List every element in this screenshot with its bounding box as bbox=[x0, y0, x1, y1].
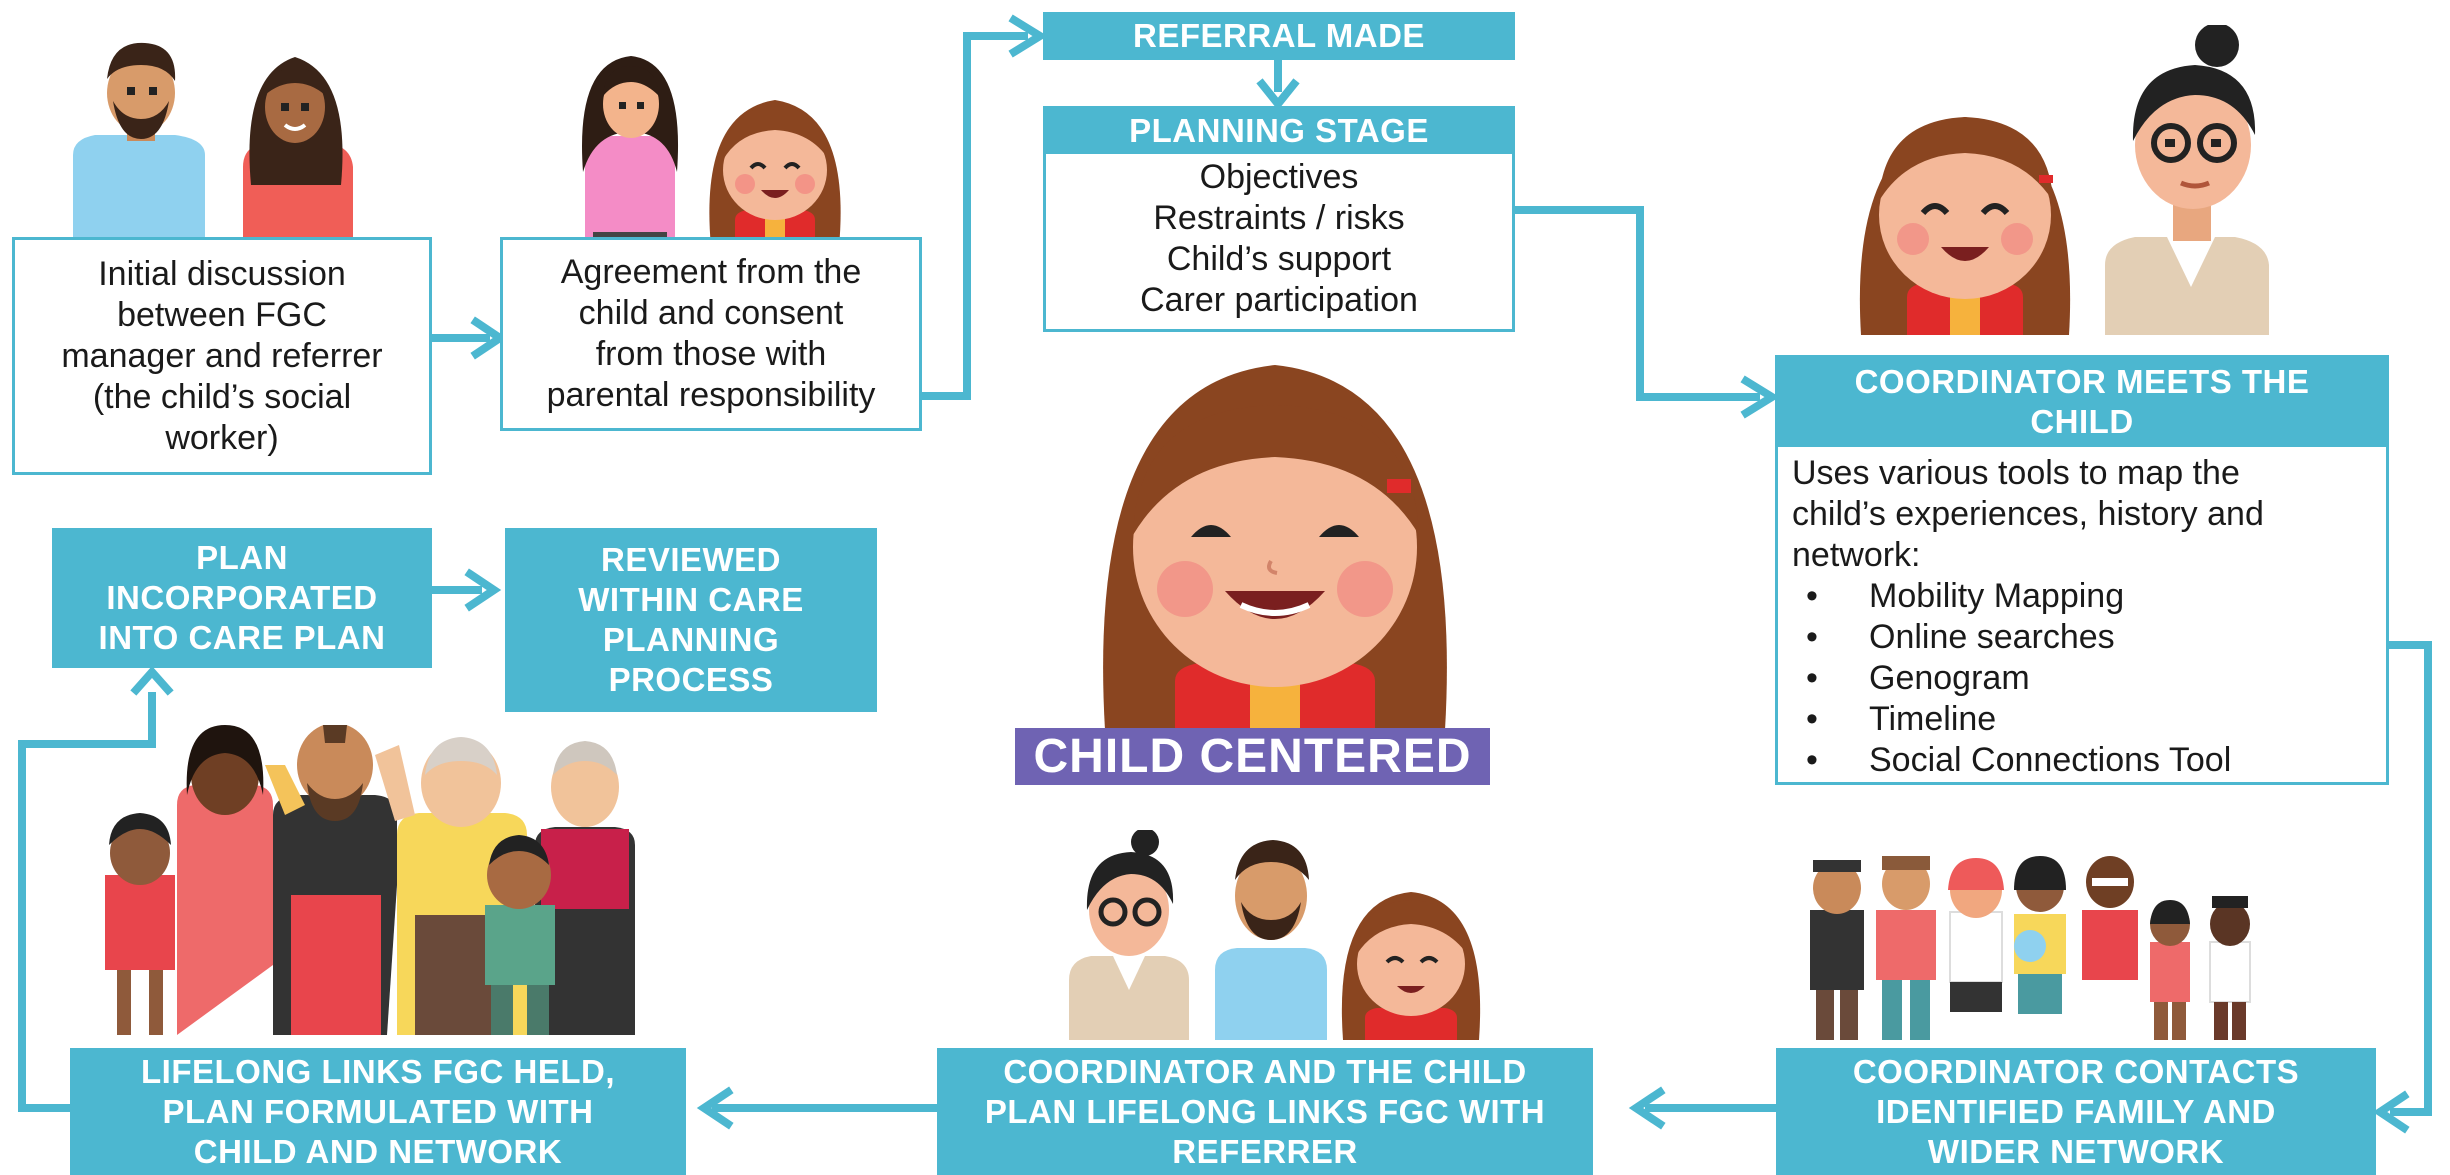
connector-held-to-incorporated bbox=[18, 692, 156, 1112]
step-title: INTO CARE PLAN bbox=[98, 619, 386, 656]
step-title: REFERRAL MADE bbox=[1133, 17, 1425, 54]
step-title: PROCESS bbox=[608, 661, 774, 698]
connector-agreement-to-referral bbox=[922, 32, 1028, 400]
tool-item: Timeline bbox=[1792, 699, 2372, 740]
family-network-illustration bbox=[1810, 856, 2251, 1040]
child-centered-label: CHILD CENTERED bbox=[1015, 728, 1490, 785]
coordinator-meets-header: COORDINATOR MEETS THE CHILD bbox=[1775, 355, 2389, 449]
coordinator-referrer-child-illustration bbox=[1069, 830, 1481, 1040]
step-line: manager and referrer bbox=[61, 336, 383, 375]
step-line: between FGC bbox=[117, 295, 327, 334]
planning-item: Restraints / risks bbox=[1153, 198, 1405, 237]
connector-meets-to-contacts bbox=[2388, 641, 2432, 1116]
step-reviewed: REVIEWED WITHIN CARE PLANNING PROCESS bbox=[505, 528, 877, 712]
child-and-coordinator-illustration bbox=[1859, 25, 2269, 335]
step-fgc-held: LIFELONG LINKS FGC HELD, PLAN FORMULATED… bbox=[70, 1048, 686, 1175]
step-line: Agreement from the bbox=[560, 253, 862, 291]
step-title: CHILD AND NETWORK bbox=[193, 1132, 563, 1170]
step-coordinator-contacts: COORDINATOR CONTACTS IDENTIFIED FAMILY A… bbox=[1776, 1048, 2376, 1175]
planning-stage-header: PLANNING STAGE bbox=[1043, 106, 1515, 156]
step-title: COORDINATOR AND THE CHILD bbox=[1003, 1052, 1527, 1090]
tool-item: Social Connections Tool bbox=[1792, 740, 2372, 781]
step-agreement: Agreement from the child and consent fro… bbox=[500, 237, 922, 431]
arrowhead-icon bbox=[696, 1086, 734, 1130]
step-title: WIDER NETWORK bbox=[1927, 1132, 2225, 1170]
planning-item: Carer participation bbox=[1140, 280, 1418, 319]
step-line: parental responsibility bbox=[546, 376, 876, 414]
child-and-parent-illustration bbox=[582, 56, 841, 247]
tool-item: Online searches bbox=[1792, 617, 2372, 658]
arrowhead-icon bbox=[1740, 375, 1780, 419]
step-line: from those with bbox=[595, 335, 827, 373]
step-title: PLAN LIFELONG LINKS FGC WITH bbox=[984, 1092, 1546, 1130]
connector-planning-to-meets bbox=[1514, 206, 1760, 401]
step-title: REVIEWED bbox=[600, 541, 782, 578]
referrer-and-manager-illustration bbox=[73, 42, 353, 245]
tools-intro: network: bbox=[1792, 536, 1921, 574]
arrowhead-icon bbox=[2372, 1090, 2410, 1134]
step-title: INCORPORATED bbox=[106, 579, 378, 616]
coordinator-meets-details: Uses various tools to map the child’s ex… bbox=[1775, 447, 2389, 785]
step-title: PLANNING STAGE bbox=[1129, 112, 1429, 149]
tools-intro: Uses various tools to map the bbox=[1792, 454, 2240, 492]
planning-stage-items: Objectives Restraints / risks Child’s su… bbox=[1043, 154, 1515, 332]
step-title: IDENTIFIED FAMILY AND bbox=[1876, 1092, 2276, 1130]
planning-item: Child’s support bbox=[1166, 239, 1392, 278]
step-title: CHILD bbox=[2030, 403, 2134, 440]
step-title: LIFELONG LINKS FGC HELD, bbox=[141, 1052, 615, 1090]
tools-list: Mobility Mapping Online searches Genogra… bbox=[1792, 576, 2372, 781]
step-plan-with-referrer: COORDINATOR AND THE CHILD PLAN LIFELONG … bbox=[937, 1048, 1593, 1175]
step-referral-made: REFERRAL MADE bbox=[1043, 12, 1515, 60]
tool-item: Genogram bbox=[1792, 658, 2372, 699]
step-title: REFERRER bbox=[1172, 1132, 1358, 1170]
step-line: Initial discussion bbox=[98, 254, 346, 293]
step-line: worker) bbox=[165, 418, 279, 457]
central-child-illustration bbox=[1103, 365, 1447, 730]
step-title: COORDINATOR CONTACTS bbox=[1852, 1052, 2300, 1090]
step-line: child and consent bbox=[578, 294, 844, 332]
step-title: PLAN FORMULATED WITH bbox=[162, 1092, 594, 1130]
step-plan-incorporated: PLAN INCORPORATED INTO CARE PLAN bbox=[52, 528, 432, 668]
arrowhead-icon bbox=[1008, 14, 1048, 58]
arrowhead-icon bbox=[130, 665, 174, 696]
tools-intro: child’s experiences, history and bbox=[1792, 495, 2264, 533]
step-title: COORDINATOR MEETS THE bbox=[1854, 363, 2310, 400]
step-initial-discussion: Initial discussion between FGC manager a… bbox=[12, 237, 432, 475]
tool-item: Mobility Mapping bbox=[1792, 576, 2372, 617]
step-title: PLAN bbox=[196, 539, 288, 576]
extended-family-illustration bbox=[105, 725, 635, 1035]
arrowhead-icon bbox=[464, 568, 502, 612]
arrowhead-icon bbox=[1628, 1086, 1666, 1130]
step-title: WITHIN CARE bbox=[578, 581, 804, 618]
step-title: PLANNING bbox=[602, 621, 780, 658]
step-line: (the child’s social bbox=[92, 377, 352, 416]
planning-item: Objectives bbox=[1199, 157, 1359, 196]
arrowhead-icon bbox=[1256, 78, 1300, 111]
